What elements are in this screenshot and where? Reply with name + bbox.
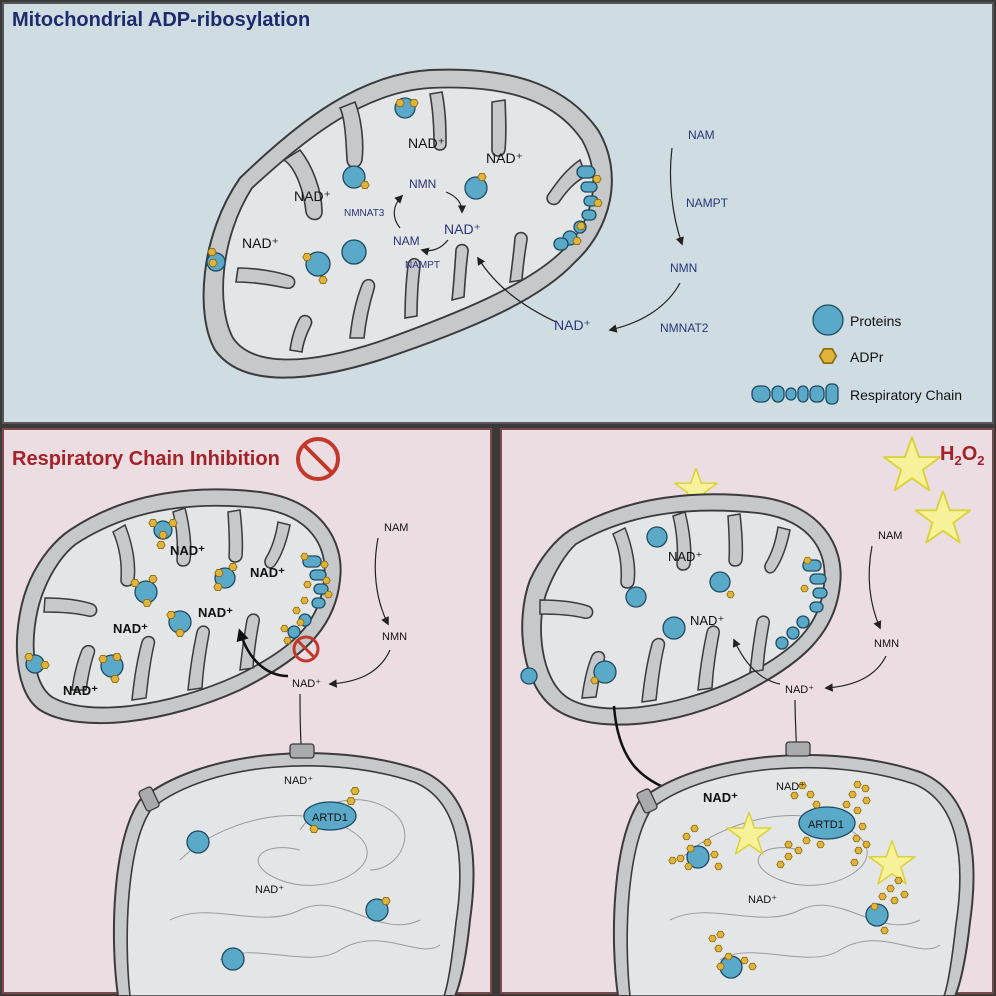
left-mito-nad-4: NAD⁺ <box>113 621 148 636</box>
inhibition-icon <box>292 635 320 663</box>
legend-adpr-icon <box>818 348 838 364</box>
top-mito-nad-2: NAD⁺ <box>486 150 523 166</box>
left-nmn-label: NMN <box>382 631 407 643</box>
cycle-nmnat3-label: NMNAT3 <box>344 208 385 219</box>
outer-nad-label: NAD⁺ <box>554 317 591 333</box>
cycle-nad-label: NAD⁺ <box>444 221 481 237</box>
legend-protein-icon <box>812 304 844 336</box>
right-artd1-protein <box>798 806 856 840</box>
legend-proteins-label: Proteins <box>850 313 901 329</box>
cycle-nmn-label: NMN <box>409 177 436 191</box>
left-panel: Respiratory Chain Inhibition <box>2 428 492 996</box>
cycle-nam-label: NAM <box>393 234 420 248</box>
top-panel-title: Mitochondrial ADP-ribosylation <box>12 9 310 31</box>
legend-adpr-label: ADPr <box>850 349 884 365</box>
left-mito-nad-1: NAD⁺ <box>170 543 205 558</box>
right-artd1-label: ARTD1 <box>808 819 844 831</box>
h2o2-label: H2O2 <box>940 443 984 468</box>
legend-respiratory-chain-icon <box>751 383 839 405</box>
right-nmn-label: NMN <box>874 638 899 650</box>
right-cyto-nad-label: NAD⁺ <box>785 684 814 696</box>
outer-nmn-label: NMN <box>670 261 697 275</box>
left-panel-title: Respiratory Chain Inhibition <box>12 448 280 470</box>
top-mito-nad-3: NAD⁺ <box>294 188 331 204</box>
right-mito-nad-1: NAD⁺ <box>668 549 702 564</box>
cycle-nampt-label: NAMPT <box>405 260 440 271</box>
left-mito-nad-3: NAD⁺ <box>198 605 233 620</box>
right-nucleus-nad-top: NAD⁺ <box>776 781 805 793</box>
left-artd1-protein <box>303 801 357 831</box>
outer-nam-label: NAM <box>688 128 715 142</box>
left-cyto-nad-label: NAD⁺ <box>292 678 321 690</box>
mitochondrion-left: NAD⁺ NAD⁺ NAD⁺ NAD⁺ NAD⁺ <box>15 488 342 725</box>
top-mito-nad-4: NAD⁺ <box>242 235 279 251</box>
outer-nmnat2-label: NMNAT2 <box>660 321 709 335</box>
top-panel: Mitochondrial ADP-ribosylation <box>2 2 994 424</box>
nucleus-right: ARTD1 <box>612 741 975 996</box>
left-nucleus-nad-mid: NAD⁺ <box>255 884 284 896</box>
nucleus-left: ARTD1 NAD⁺ NAD⁺ <box>112 743 475 996</box>
right-mito-nad-2: NAD⁺ <box>690 613 724 628</box>
left-nam-label: NAM <box>384 522 408 534</box>
left-nucleus-nad-top: NAD⁺ <box>284 775 313 787</box>
mitochondrion-right: NAD⁺ NAD⁺ <box>520 493 842 726</box>
right-panel: H2O2 <box>500 428 994 996</box>
legend: Proteins ADPr Respiratory Chain <box>751 304 962 405</box>
outer-nampt-label: NAMPT <box>686 196 729 210</box>
right-nucleus-nad-left: NAD⁺ <box>703 790 738 805</box>
prohibited-icon <box>296 437 340 481</box>
mitochondrion-top: NAD⁺ NAD⁺ NAD⁺ NAD⁺ NMN NAD⁺ NAM NMNAT3 … <box>202 68 613 379</box>
legend-respiratory-chain-label: Respiratory Chain <box>850 387 962 403</box>
left-mito-nad-5: NAD⁺ <box>63 683 98 698</box>
right-nam-label: NAM <box>878 530 902 542</box>
right-nucleus-nad-mid: NAD⁺ <box>748 894 777 906</box>
left-mito-nad-2: NAD⁺ <box>250 565 285 580</box>
left-artd1-label: ARTD1 <box>312 812 348 824</box>
top-mito-nad-1: NAD⁺ <box>408 135 445 151</box>
